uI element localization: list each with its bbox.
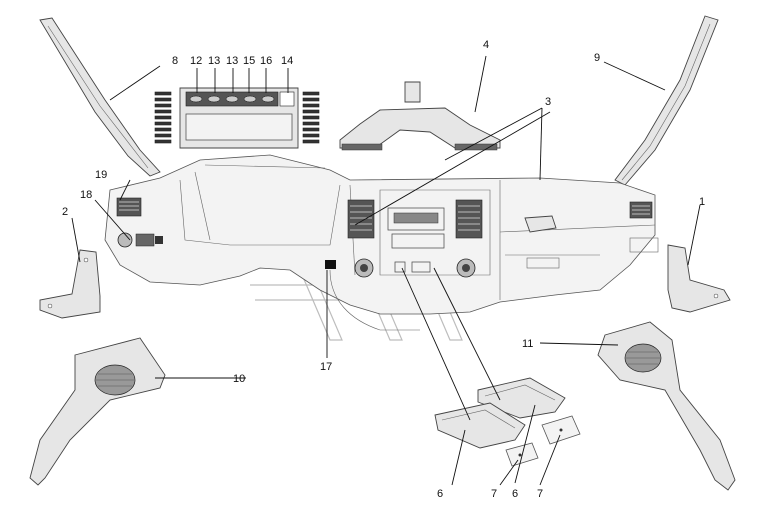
callout-15: 15 [243, 55, 255, 67]
right-kick-panel-speaker [597, 321, 736, 491]
callout-10: 10 [233, 373, 245, 385]
center-air-duct [339, 81, 501, 151]
callout-4: 4 [483, 39, 489, 51]
callout-19: 19 [95, 169, 107, 181]
callout-12: 12 [190, 55, 202, 67]
callout-labels: 1 2 3 4 6 6 7 7 8 9 10 11 12 13 13 14 15… [62, 39, 705, 500]
callout-13-second: 13 [226, 55, 238, 67]
callout-6-left: 6 [437, 488, 443, 500]
left-bracket [39, 249, 101, 319]
callout-18: 18 [80, 189, 92, 201]
callout-7-left: 7 [491, 488, 497, 500]
callout-2: 2 [62, 206, 68, 218]
storage-tray-lower [434, 402, 526, 449]
left-kick-panel-speaker [29, 337, 166, 486]
callout-9: 9 [594, 52, 600, 64]
left-a-pillar-trim [39, 17, 161, 177]
right-a-pillar-trim [614, 15, 719, 186]
callout-11: 11 [522, 338, 533, 350]
callout-14: 14 [281, 55, 293, 67]
left-side-vent [116, 197, 142, 217]
callout-6-right: 6 [512, 488, 518, 500]
callout-3: 3 [545, 96, 551, 108]
cover-plate-right [541, 415, 581, 445]
dashboard-panel [104, 154, 659, 331]
center-vent-left [347, 199, 375, 239]
right-bracket [667, 244, 731, 313]
callout-7-right: 7 [537, 488, 543, 500]
callout-13-first: 13 [208, 55, 220, 67]
callout-16: 16 [260, 55, 272, 67]
switch-panel [153, 87, 320, 149]
callout-8: 8 [172, 55, 178, 67]
leader-lines [71, 55, 701, 486]
callout-1: 1 [699, 196, 705, 208]
center-vent-right [455, 199, 483, 239]
right-side-vent [629, 201, 653, 219]
callout-17: 17 [320, 361, 332, 373]
storage-tray-upper [477, 377, 566, 419]
